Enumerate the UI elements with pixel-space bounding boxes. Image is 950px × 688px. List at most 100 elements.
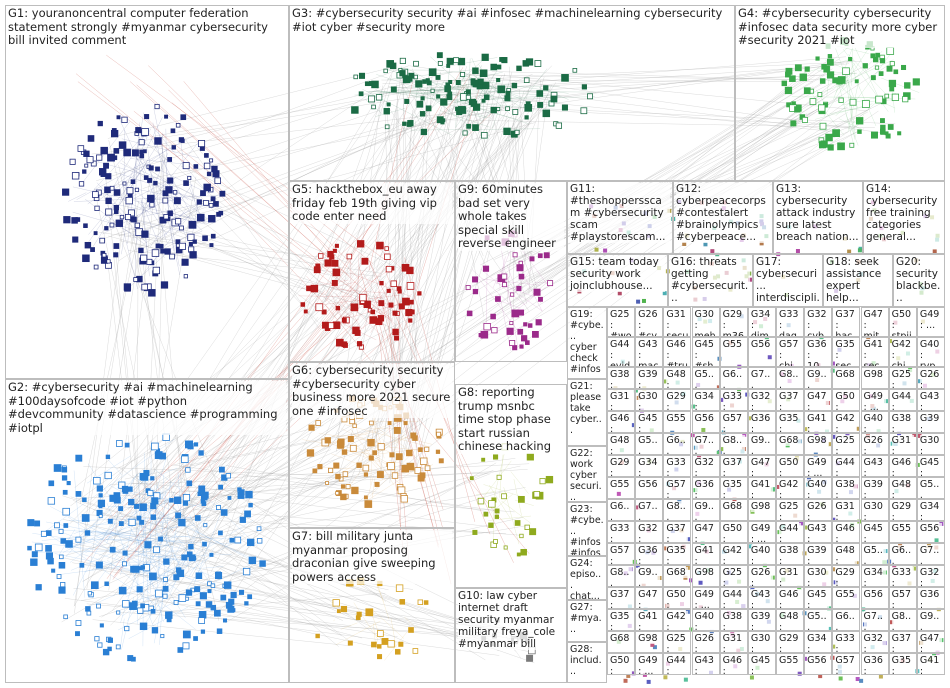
small-group-box[interactable]: G44: evid... [663,653,691,675]
small-group-box[interactable]: G41: sec... [635,609,663,631]
group-box-g28[interactable]: G28: includ... [567,642,607,683]
small-group-box[interactable]: G50: stpii... [889,307,917,337]
small-group-box[interactable]: G36: 10... [861,653,889,675]
small-group-box[interactable]: G56 [748,337,776,367]
group-box-g4[interactable]: G4: #cybersecurity cybersecurity #infose… [735,5,945,181]
small-group-box[interactable]: G48: fan... [663,367,691,389]
small-group-box[interactable]: G47: mit... [692,521,720,543]
small-group-box[interactable]: G37: hac... #ha... [832,307,860,337]
small-group-box[interactable]: G30: mehdi... [917,433,945,455]
small-group-box[interactable]: G37: hac... #ha... [889,631,917,653]
small-group-box[interactable]: G56 [635,477,663,499]
small-group-box[interactable]: G31: securit... [663,307,691,337]
small-group-box[interactable]: G68 [776,433,804,455]
small-group-box[interactable]: G41: sec... [861,337,889,367]
small-group-box[interactable]: G55 [607,477,635,499]
small-group-box[interactable]: G30: mehdi... [804,565,832,587]
small-group-box[interactable]: G37: hac... #ha... [776,389,804,411]
small-group-box[interactable]: G33: dag... [832,631,860,653]
small-group-box[interactable]: G30: mehdi... [861,499,889,521]
group-box-g14[interactable]: G14: cybersecurity free training categor… [863,181,945,254]
small-group-box[interactable]: G42: chi... [889,337,917,367]
small-group-box[interactable]: G29: m365... [889,499,917,521]
small-group-box[interactable]: G36: 10... [635,543,663,565]
small-group-box[interactable]: G31: securit... [889,433,917,455]
small-group-box[interactable]: G31: securit... [776,565,804,587]
small-group-box[interactable]: G39: gni... [748,609,776,631]
small-group-box[interactable]: G32: cyber... [692,455,720,477]
small-group-box[interactable]: G56 [804,653,832,675]
group-box-g21[interactable]: G21: please take cyber... [567,379,607,446]
small-group-box[interactable]: G6... [663,433,691,455]
small-group-box[interactable]: G6... [889,543,917,565]
small-group-box[interactable]: G38: #cy... [720,609,748,631]
small-group-box[interactable]: G44: evid... [889,389,917,411]
small-group-box[interactable]: G42: chi... [720,543,748,565]
small-group-box[interactable]: G25: #wome... [776,499,804,521]
small-group-box[interactable]: G41: sec... [748,477,776,499]
small-group-box[interactable]: G34: dime... [635,455,663,477]
small-group-box[interactable]: G25: #wome... [720,565,748,587]
small-group-box[interactable]: G43: mac... [635,337,663,367]
small-group-box[interactable]: G36: 10... [917,587,945,609]
small-group-box[interactable]: G55 [776,653,804,675]
small-group-box[interactable]: G9... [917,609,945,631]
small-group-box[interactable]: G98 [861,367,889,389]
group-box-g8[interactable]: G8: reporting trump msnbc time stop phas… [455,384,567,588]
small-group-box[interactable]: G34: dime... [917,499,945,521]
small-group-box[interactable]: G25: #wome... [832,433,860,455]
small-group-box[interactable]: G7... [635,499,663,521]
small-group-box[interactable]: G40: rvp... [748,543,776,565]
small-group-box[interactable]: G35: sec... [889,653,917,675]
small-group-box[interactable]: G57: chi... [663,477,691,499]
small-group-box[interactable]: G43: mac... [692,653,720,675]
small-group-box[interactable]: G45: #sh... [917,455,945,477]
small-group-box[interactable]: G49: ... [917,307,945,337]
small-group-box[interactable]: G30: mehdi... [692,307,720,337]
small-group-box[interactable]: G68 [720,499,748,521]
small-group-box[interactable]: G48: fan... [776,609,804,631]
small-group-box[interactable]: G40: rvp... [804,477,832,499]
small-group-box[interactable]: G7... [748,367,776,389]
group-box-g2[interactable]: G2: #cybersecurity #ai #machinelearning … [5,379,289,683]
small-group-box[interactable]: G34: dime... [748,307,776,337]
small-group-box[interactable]: G39: gni... [917,411,945,433]
small-group-box[interactable]: G5... [861,543,889,565]
small-group-box[interactable]: G42: chi... [776,477,804,499]
small-group-box[interactable]: G98 [748,499,776,521]
small-group-box[interactable]: G9... [635,565,663,587]
small-group-box[interactable]: G35: sec... [776,411,804,433]
small-group-box[interactable]: G39: gni... [635,367,663,389]
small-group-box[interactable]: G46: #tru... [720,653,748,675]
small-group-box[interactable]: G9... [804,367,832,389]
small-group-box[interactable]: G46: #tru... [889,455,917,477]
small-group-box[interactable]: G37: hac... #ha... [607,587,635,609]
small-group-box[interactable]: G46: #tru... [832,521,860,543]
small-group-box[interactable]: G33: dag... [889,565,917,587]
small-group-box[interactable]: G26: #cyber... [635,307,663,337]
small-group-box[interactable]: G50: stpii... [832,389,860,411]
small-group-box[interactable]: G40: rvp... [917,337,945,367]
small-group-box[interactable]: G29: m365... [720,307,748,337]
group-box-g5[interactable]: G5: hackthebox_eu away friday feb 19th g… [289,181,455,362]
small-group-box[interactable]: G49: ... [635,653,663,675]
small-group-box[interactable]: G38: #cy... [607,367,635,389]
small-group-box[interactable]: G34: dime... [861,565,889,587]
small-group-box[interactable]: G33: dag... [720,389,748,411]
small-group-box[interactable]: G48: fan... [889,477,917,499]
small-group-box[interactable]: G55 [832,587,860,609]
small-group-box[interactable]: G57: chi... [607,543,635,565]
small-group-box[interactable]: G45: #sh... [861,521,889,543]
small-group-box[interactable]: G44: evid... [832,455,860,477]
small-group-box[interactable]: G36: 10... [804,337,832,367]
group-box-g22[interactable]: G22: work cyber securi... [567,446,607,502]
small-group-box[interactable]: G5... [917,477,945,499]
small-group-box[interactable]: G25: #wome... [607,307,635,337]
small-group-box[interactable]: G57: chi... [832,653,860,675]
small-group-box[interactable]: G26: #cyber... [861,433,889,455]
group-box-g17[interactable]: G17: cybersecuri... interdiscipli... [753,254,823,307]
small-group-box[interactable]: G31: securit... [832,499,860,521]
small-group-box[interactable]: G45: #sh... [635,411,663,433]
small-group-box[interactable]: G44: evid... [776,521,804,543]
small-group-box[interactable]: G34: dime... [692,389,720,411]
